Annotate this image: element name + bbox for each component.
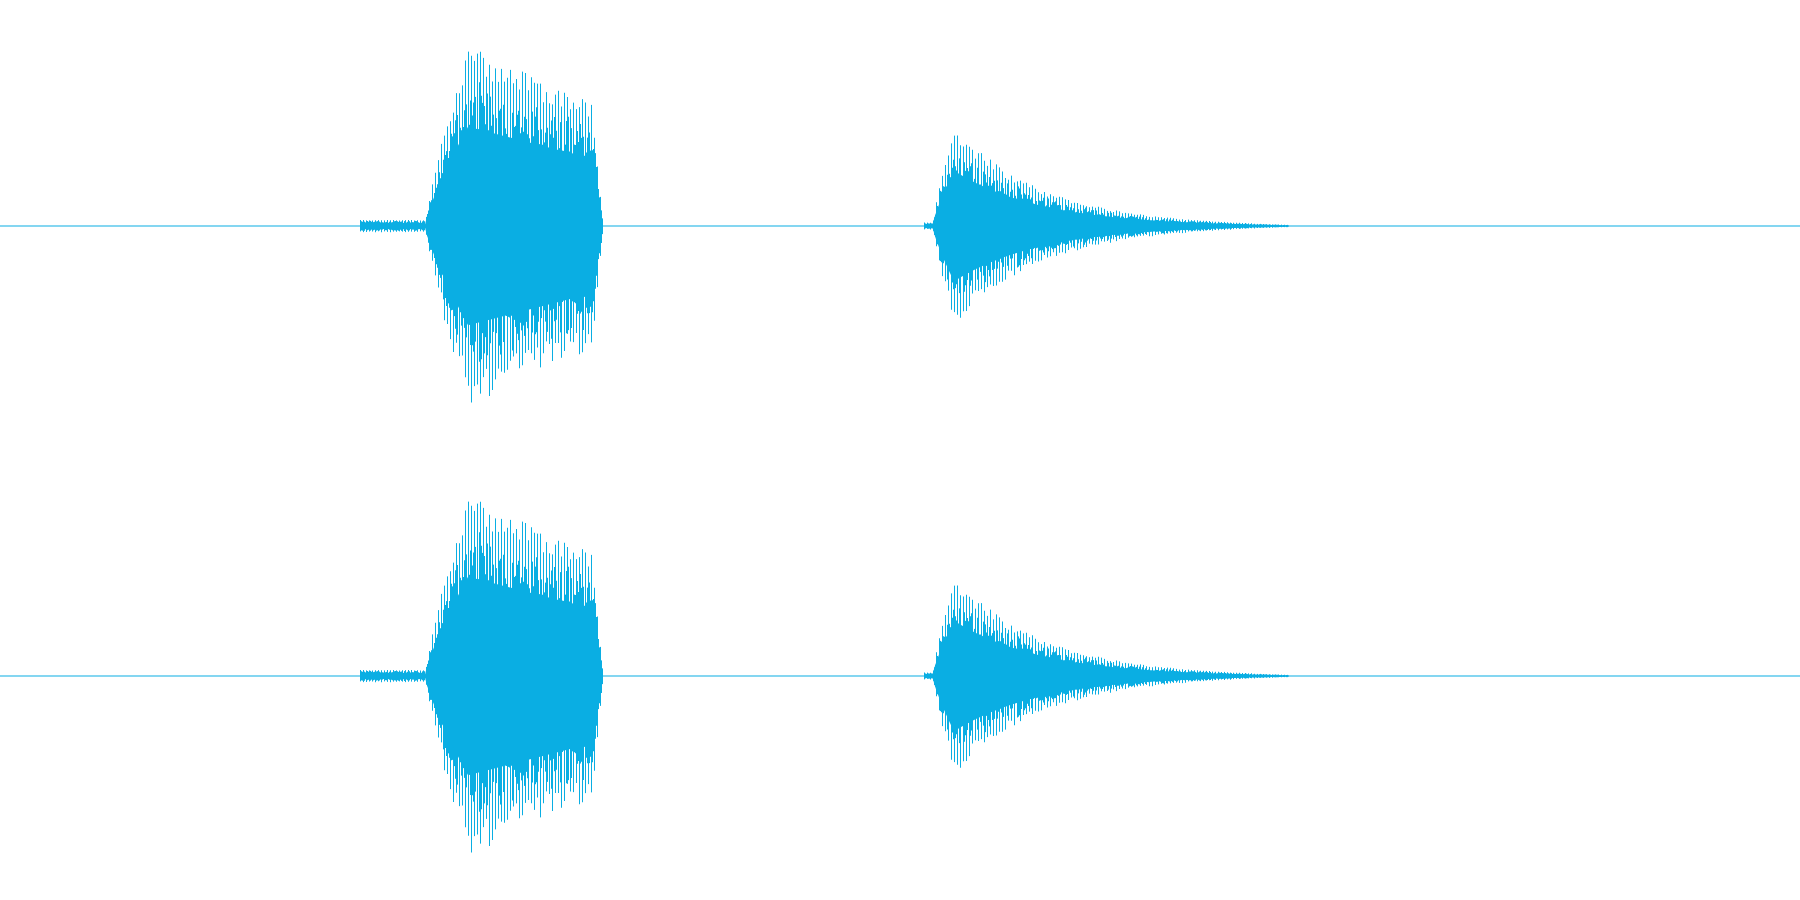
- burst-core-1: [424, 576, 603, 776]
- burst-core-2: [932, 620, 1289, 732]
- burst-core-2: [932, 170, 1289, 282]
- channel-2-waveform: [0, 501, 1800, 853]
- channel-1-waveform: [0, 51, 1800, 403]
- burst-core-1: [424, 126, 603, 326]
